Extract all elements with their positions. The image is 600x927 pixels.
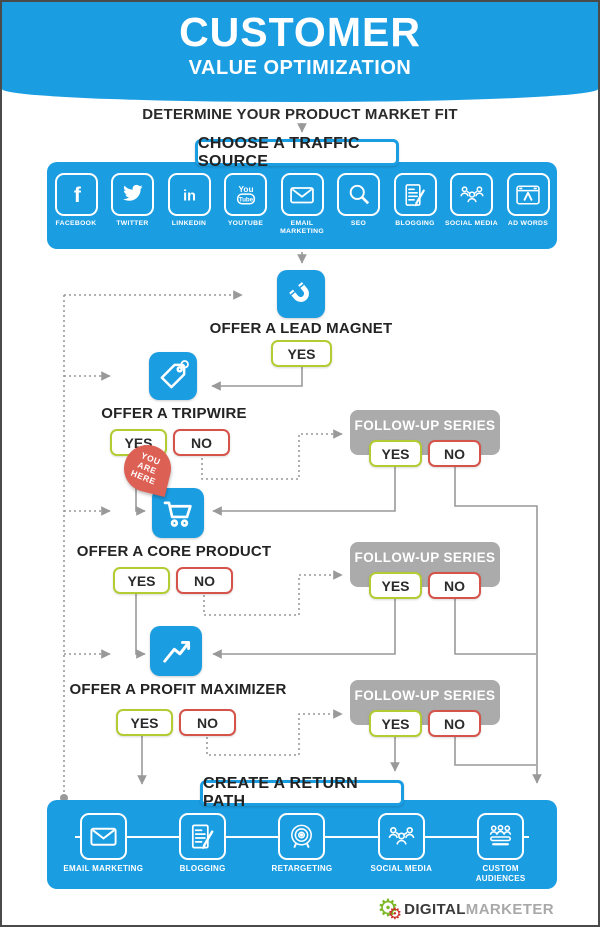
traffic-source-label: SOCIAL MEDIA xyxy=(445,220,498,227)
people-network-icon xyxy=(377,813,425,860)
traffic-source-linkedin[interactable]: in LINKEDIN xyxy=(162,173,217,228)
arrow-leadyes-to-tripwire xyxy=(211,367,303,391)
profit-maximizer-tile xyxy=(150,626,202,676)
profit-maximizer-no-button[interactable]: NO xyxy=(179,709,236,736)
twitter-icon xyxy=(111,173,154,216)
envelope-icon xyxy=(280,173,324,216)
traffic-source-label: AD WORDS xyxy=(507,220,549,227)
youtube-icon: You Tube xyxy=(224,173,267,216)
target-icon xyxy=(278,813,326,860)
line-fu2no-join xyxy=(454,599,536,655)
choose-traffic-source-box: CHOOSE A TRAFFIC SOURCE xyxy=(195,135,399,170)
followup-3-no-button[interactable]: NO xyxy=(428,710,481,737)
arrow-fu1no-to-returnpath xyxy=(454,467,542,784)
header-banner: CUSTOMER VALUE OPTIMIZATION xyxy=(2,2,598,102)
traffic-source-label: LINKEDIN xyxy=(171,220,207,227)
arrow-fu1yes-to-core xyxy=(212,467,396,516)
dotted-profitno-to-fu3 xyxy=(206,709,343,756)
return-channel-social[interactable]: SOCIAL MEDIA xyxy=(358,813,444,874)
traffic-source-label: BLOGGING xyxy=(395,220,435,227)
svg-text:in: in xyxy=(183,188,196,204)
svg-text:f: f xyxy=(73,184,81,207)
facebook-icon: f xyxy=(54,173,98,216)
blog-pencil-icon xyxy=(179,813,227,860)
traffic-source-label: EMAIL MARKETING xyxy=(280,220,324,236)
green-gear-icon: ⚙ xyxy=(377,895,399,922)
magnifier-icon xyxy=(337,173,380,216)
tripwire-label: OFFER A TRIPWIRE xyxy=(101,405,247,422)
adwords-window-icon xyxy=(506,173,550,216)
logo-text-bold: DIGITAL xyxy=(404,900,466,918)
profit-maximizer-yes-button[interactable]: YES xyxy=(116,709,173,736)
svg-text:Tube: Tube xyxy=(238,196,253,203)
people-network-icon xyxy=(450,173,493,216)
lead-magnet-tile xyxy=(277,270,325,318)
core-product-yes-button[interactable]: YES xyxy=(113,567,170,594)
lead-magnet-label: OFFER A LEAD MAGNET xyxy=(209,320,393,337)
followup-1-yes-button[interactable]: YES xyxy=(369,440,422,467)
tripwire-tile xyxy=(149,352,197,400)
core-product-label: OFFER A CORE PRODUCT xyxy=(76,543,272,560)
arrow-fu2yes-to-profit xyxy=(212,599,396,659)
blog-pencil-icon xyxy=(393,173,437,216)
traffic-source-twitter[interactable]: TWITTER xyxy=(105,173,160,228)
magnet-icon xyxy=(289,282,309,302)
svg-text:You: You xyxy=(238,183,253,193)
core-product-tile xyxy=(152,488,204,538)
traffic-source-social[interactable]: SOCIAL MEDIA xyxy=(444,173,499,228)
page-subtitle: VALUE OPTIMIZATION xyxy=(188,57,412,79)
return-channel-audiences[interactable]: CUSTOM AUDIENCES xyxy=(458,813,544,884)
return-channel-email[interactable]: EMAIL MARKETING xyxy=(60,813,146,874)
return-channel-label: CUSTOM AUDIENCES xyxy=(475,864,526,883)
followup-3-yes-button[interactable]: YES xyxy=(369,710,422,737)
lead-magnet-yes-button[interactable]: YES xyxy=(271,340,332,367)
determine-market-fit-label: DETERMINE YOUR PRODUCT MARKET FIT xyxy=(142,106,458,123)
traffic-source-adwords[interactable]: AD WORDS xyxy=(501,173,556,228)
traffic-source-seo[interactable]: SEO xyxy=(331,173,386,228)
arrow-coreyes-to-profit xyxy=(135,594,146,659)
return-channel-label: SOCIAL MEDIA xyxy=(370,864,433,873)
traffic-source-label: TWITTER xyxy=(116,220,149,227)
audience-group-icon xyxy=(477,813,525,860)
followup-2-no-button[interactable]: NO xyxy=(428,572,481,599)
return-channel-retargeting[interactable]: RETARGETING xyxy=(259,813,345,874)
logo-text-light: MARKETER xyxy=(465,900,554,918)
page-title: CUSTOMER xyxy=(179,9,421,55)
traffic-source-youtube[interactable]: You Tube YOUTUBE xyxy=(218,173,273,228)
return-path-bar: EMAIL MARKETING BLOGGING RE xyxy=(47,800,557,889)
return-channel-blogging[interactable]: BLOGGING xyxy=(160,813,246,874)
linkedin-icon: in xyxy=(167,173,211,216)
traffic-source-bar: f FACEBOOK TWITTER in LINKEDIN You Tube xyxy=(47,162,557,249)
return-channel-label: BLOGGING xyxy=(179,864,226,873)
shopping-cart-icon xyxy=(163,501,192,527)
traffic-source-email[interactable]: EMAIL MARKETING xyxy=(275,173,330,237)
followup-1-no-button[interactable]: NO xyxy=(428,440,481,467)
line-fu3no-join xyxy=(454,737,536,766)
dotted-coreno-to-fu2 xyxy=(203,570,343,616)
tripwire-no-button[interactable]: NO xyxy=(173,429,230,456)
price-tag-icon xyxy=(160,360,189,389)
traffic-source-facebook[interactable]: f FACEBOOK xyxy=(49,173,104,228)
traffic-source-label: YOUTUBE xyxy=(227,220,264,227)
core-product-no-button[interactable]: NO xyxy=(176,567,233,594)
return-channel-label: RETARGETING xyxy=(271,864,333,873)
envelope-icon xyxy=(79,813,127,860)
red-gear-icon: ⚙ xyxy=(387,906,403,923)
traffic-source-label: FACEBOOK xyxy=(55,220,97,227)
create-return-path-box: CREATE A RETURN PATH xyxy=(200,775,404,810)
traffic-source-label: SEO xyxy=(350,220,367,227)
traffic-source-blogging[interactable]: BLOGGING xyxy=(388,173,443,228)
profit-maximizer-label: OFFER A PROFIT MAXIMIZER xyxy=(69,681,287,698)
growth-chart-icon xyxy=(163,640,191,663)
followup-2-yes-button[interactable]: YES xyxy=(369,572,422,599)
return-channel-label: EMAIL MARKETING xyxy=(63,864,144,873)
